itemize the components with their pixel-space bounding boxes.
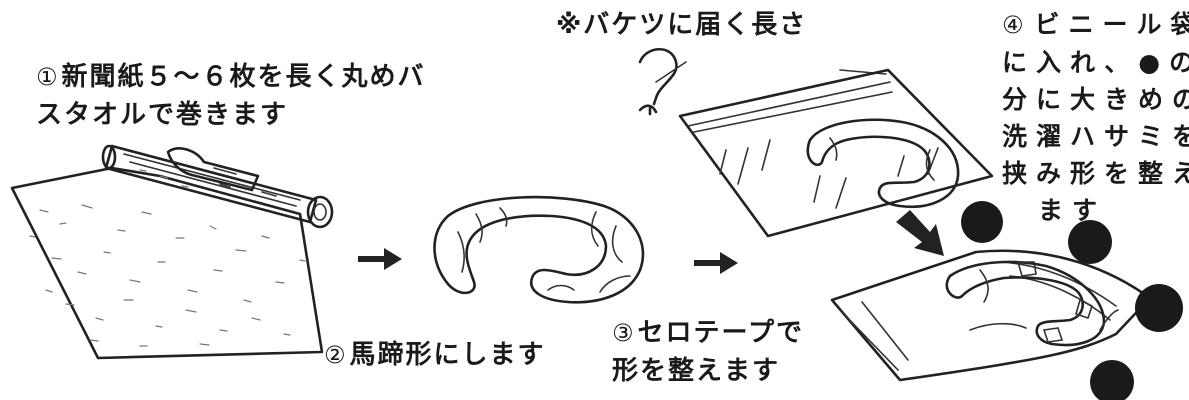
step-4-line-1: ④ビニール袋 [1002, 6, 1189, 44]
step-4-line-5: 挟み形を整え [1002, 159, 1189, 188]
step-1-caption: ①新聞紙５～６枚を長く丸めバ スタオルで巻きます [36, 58, 426, 134]
step-2-number: ② [324, 341, 348, 369]
horseshoe-towel-illustration [433, 195, 645, 304]
clip-dot [961, 201, 1003, 243]
step-4-line-4: 洗濯ハサミを [1002, 122, 1189, 151]
step-4-caption: ④ビニール袋 に入れ、●の部 分に大きめの 洗濯ハサミを 挟み形を整え ます [1002, 6, 1189, 229]
step-4-line-2: に入れ、●の部 [1002, 48, 1189, 77]
clipped-bag-illustration [830, 249, 1152, 382]
newspaper-roll-illustration [10, 144, 334, 360]
clip-dot [1068, 220, 1112, 264]
step-3-line-1: ③セロテープで [612, 314, 804, 352]
clip-dot [1090, 360, 1134, 400]
step-4-line-6: ます [1038, 196, 1107, 225]
arrow-right-2 [694, 252, 738, 274]
step-1-line-2: スタオルで巻きます [36, 100, 289, 130]
length-question-illustration [638, 47, 887, 116]
step-4-line-3: 分に大きめの [1002, 85, 1189, 114]
step-1-number: ① [36, 63, 60, 91]
step-3-caption: ③セロテープで 形を整えます [612, 314, 804, 390]
step-1-line-1: ①新聞紙５～６枚を長く丸めバ [36, 58, 426, 96]
clip-dot [1135, 284, 1183, 332]
arrow-right-1 [358, 248, 402, 270]
length-note: ※バケツに届く長さ [556, 10, 808, 40]
step-2-caption: ②馬蹄形にします [324, 336, 546, 374]
newspaper-print-texture [29, 204, 306, 347]
rolled-towel [101, 144, 334, 229]
arrow-down-right [896, 210, 944, 256]
step-4-number: ④ [1002, 11, 1033, 39]
step-2-line-1: ②馬蹄形にします [324, 336, 546, 374]
step-3-line-2: 形を整えます [612, 356, 781, 386]
bagged-horseshoe-illustration [678, 68, 994, 238]
step-3-number: ③ [612, 319, 636, 347]
clothespin-dots [961, 201, 1183, 400]
